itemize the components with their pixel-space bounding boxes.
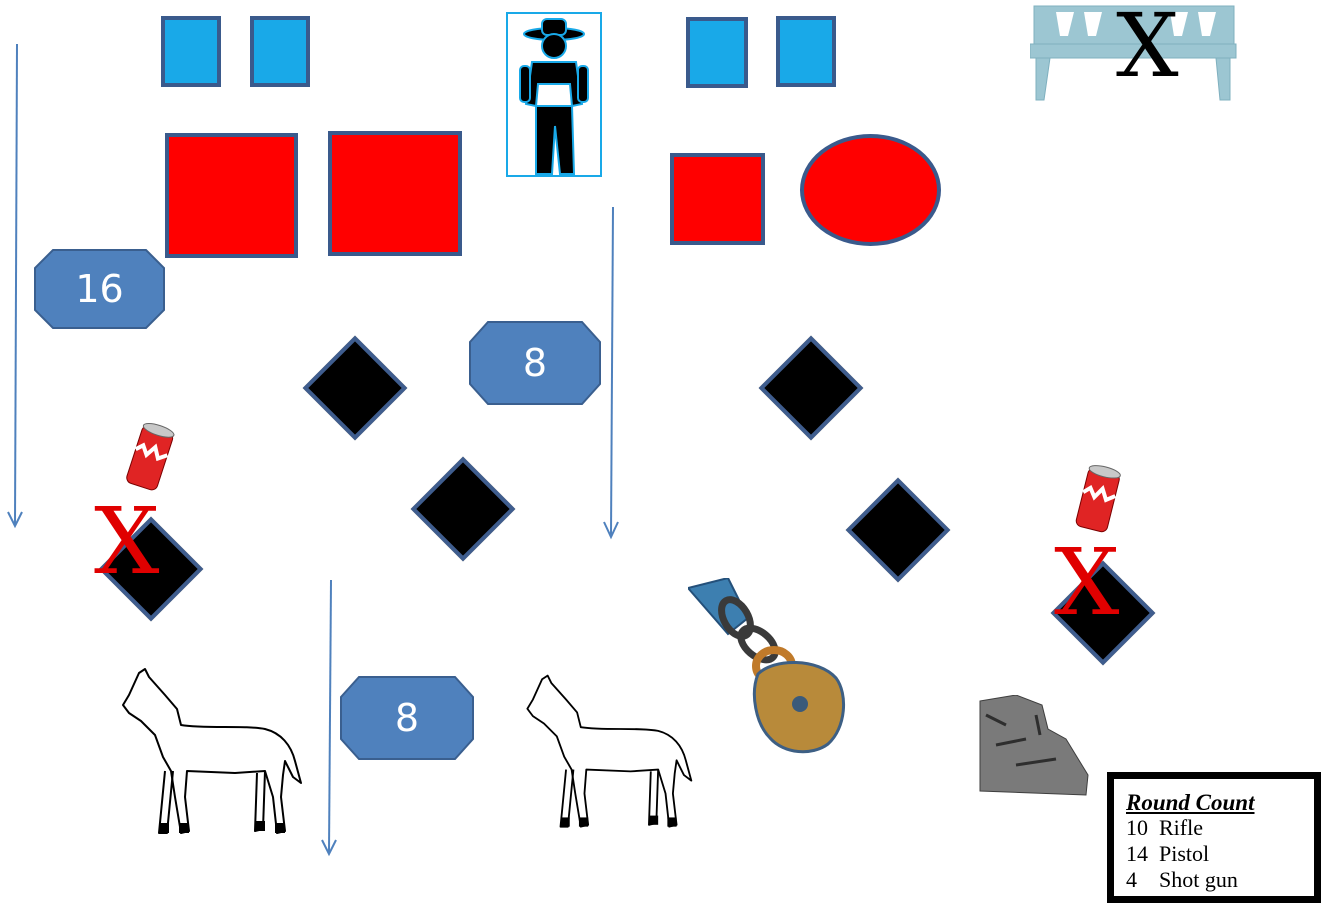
cowboy-icon bbox=[506, 12, 602, 177]
horse-icon bbox=[115, 665, 305, 840]
round-count-title: Round Count bbox=[1126, 791, 1314, 815]
round-count-weapon: Pistol bbox=[1159, 841, 1209, 866]
arrow-left bbox=[15, 44, 17, 524]
red-x-mark-right: X bbox=[1054, 537, 1120, 629]
can-icon bbox=[120, 420, 180, 495]
table-x-mark: X bbox=[1116, 2, 1179, 90]
round-count-row: 14 Pistol bbox=[1126, 841, 1314, 867]
badge-8-middle: 8 bbox=[468, 320, 602, 406]
lock-icon bbox=[688, 578, 868, 758]
blue-target-4 bbox=[776, 16, 836, 87]
red-target-2 bbox=[328, 131, 462, 256]
badge-8-bottom-label: 8 bbox=[339, 675, 475, 761]
horse-icon bbox=[520, 665, 695, 840]
blue-target-1 bbox=[161, 16, 221, 87]
rock-icon bbox=[976, 695, 1090, 799]
red-target-3 bbox=[670, 153, 765, 245]
blue-target-2 bbox=[250, 16, 310, 87]
badge-16-label: 16 bbox=[33, 248, 166, 330]
arrow-bottom bbox=[329, 580, 331, 852]
round-count-row: 4 Shot gun bbox=[1126, 867, 1314, 893]
badge-8-middle-label: 8 bbox=[468, 320, 602, 406]
round-count-number: 10 bbox=[1126, 815, 1148, 840]
red-target-round bbox=[800, 134, 941, 246]
red-target-1 bbox=[165, 133, 298, 258]
round-count-box: Round Count 10 Rifle 14 Pistol 4 Shot gu… bbox=[1107, 772, 1321, 903]
badge-16: 16 bbox=[33, 248, 166, 330]
arrow-middle bbox=[611, 207, 613, 535]
round-count-number: 4 bbox=[1126, 867, 1137, 892]
blue-target-3 bbox=[686, 17, 748, 88]
red-x-mark-left: X bbox=[94, 496, 160, 588]
badge-8-bottom: 8 bbox=[339, 675, 475, 761]
round-count-row: 10 Rifle bbox=[1126, 815, 1314, 841]
can-icon bbox=[1068, 462, 1128, 537]
round-count-weapon: Shot gun bbox=[1159, 867, 1238, 892]
round-count-weapon: Rifle bbox=[1159, 815, 1203, 840]
round-count-number: 14 bbox=[1126, 841, 1148, 866]
